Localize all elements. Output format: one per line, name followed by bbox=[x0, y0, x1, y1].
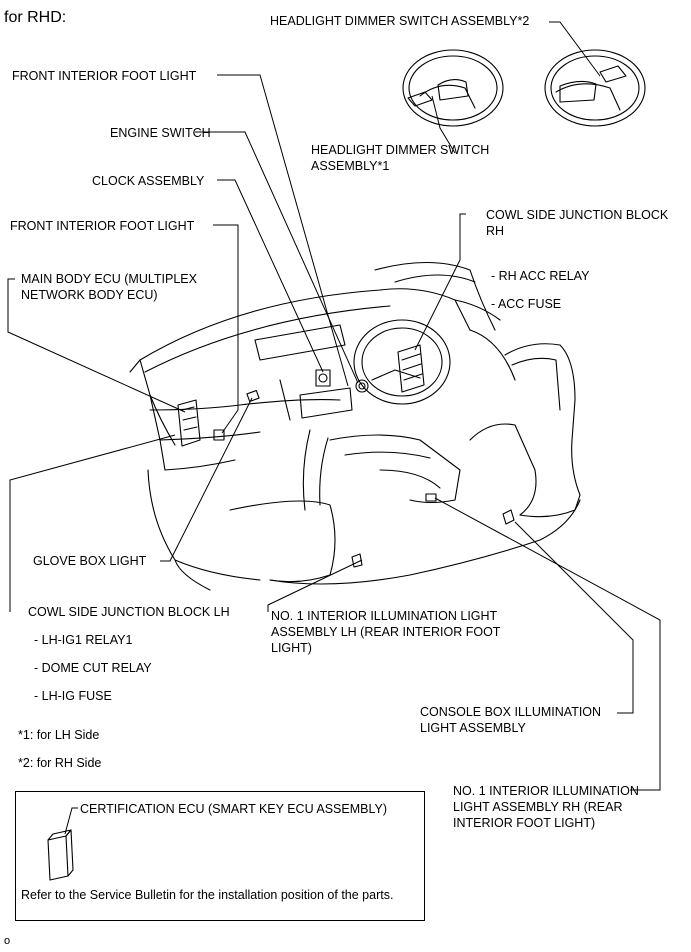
label-cowl-rh-line2: RH bbox=[486, 224, 505, 238]
label-rear-lh-line3: LIGHT) bbox=[271, 641, 312, 655]
label-note-1: *1: for LH Side bbox=[18, 728, 100, 742]
label-rear-rh-line1: NO. 1 INTERIOR ILLUMINATION bbox=[453, 784, 639, 798]
label-headlight-dimmer-switch-1-line2: ASSEMBLY*1 bbox=[311, 159, 390, 173]
label-cowl-lh: COWL SIDE JUNCTION BLOCK LH bbox=[28, 605, 230, 619]
vehicle-interior-outline bbox=[129, 261, 581, 591]
label-certification-ecu: CERTIFICATION ECU (SMART KEY ECU ASSEMBL… bbox=[80, 802, 388, 816]
steering-wheel-rh-drawing bbox=[544, 49, 646, 127]
page-title: for RHD: bbox=[4, 9, 67, 26]
label-lh-ig-fuse: - LH-IG FUSE bbox=[34, 689, 112, 703]
cowl-rh-drawing bbox=[397, 344, 425, 393]
label-headlight-dimmer-switch-1-line1: HEADLIGHT DIMMER SWITCH bbox=[311, 143, 490, 157]
engine-switch-drawing bbox=[355, 379, 369, 393]
label-front-interior-foot-light-top: FRONT INTERIOR FOOT LIGHT bbox=[12, 69, 197, 83]
certification-ecu-box bbox=[15, 791, 425, 921]
label-rear-lh-line1: NO. 1 INTERIOR ILLUMINATION LIGHT bbox=[271, 609, 498, 623]
label-headlight-dimmer-switch-2: HEADLIGHT DIMMER SWITCH ASSEMBLY*2 bbox=[270, 14, 530, 28]
label-main-body-ecu-line2: NETWORK BODY ECU) bbox=[21, 288, 158, 302]
label-acc-fuse: - ACC FUSE bbox=[491, 297, 562, 311]
label-rear-lh-line2: ASSEMBLY LH (REAR INTERIOR FOOT bbox=[271, 625, 501, 639]
label-rear-rh-line3: INTERIOR FOOT LIGHT) bbox=[453, 816, 596, 830]
steering-wheel-lh-drawing bbox=[402, 49, 504, 127]
front-interior-foot-light-lh-drawing bbox=[213, 429, 225, 441]
label-engine-switch: ENGINE SWITCH bbox=[110, 126, 211, 140]
label-cowl-rh-line1: COWL SIDE JUNCTION BLOCK bbox=[486, 208, 669, 222]
label-glove-box-light: GLOVE BOX LIGHT bbox=[33, 554, 147, 568]
label-console-line2: LIGHT ASSEMBLY bbox=[420, 721, 526, 735]
label-front-interior-foot-light-2: FRONT INTERIOR FOOT LIGHT bbox=[10, 219, 195, 233]
clock-assembly-drawing bbox=[315, 369, 331, 387]
label-rh-acc-relay: - RH ACC RELAY bbox=[491, 269, 590, 283]
footer-mark: o bbox=[4, 935, 11, 947]
main-body-ecu-drawing bbox=[177, 399, 201, 447]
label-refer-note: Refer to the Service Bulletin for the in… bbox=[21, 888, 394, 902]
label-lh-ig1-relay1: - LH-IG1 RELAY1 bbox=[34, 633, 133, 647]
label-main-body-ecu-line1: MAIN BODY ECU (MULTIPLEX bbox=[21, 272, 197, 286]
label-dome-cut-relay: - DOME CUT RELAY bbox=[34, 661, 152, 675]
label-note-2: *2: for RH Side bbox=[18, 756, 102, 770]
console-light-drawing bbox=[425, 493, 437, 502]
rear-foot-light-rh-drawing bbox=[502, 509, 515, 525]
certification-ecu-drawing bbox=[47, 829, 74, 881]
label-console-line1: CONSOLE BOX ILLUMINATION bbox=[420, 705, 602, 719]
label-rear-rh-line2: LIGHT ASSEMBLY RH (REAR bbox=[453, 800, 623, 814]
leader-lines bbox=[7, 21, 661, 835]
label-clock-assembly: CLOCK ASSEMBLY bbox=[92, 174, 205, 188]
glove-box-light-drawing bbox=[246, 389, 260, 403]
